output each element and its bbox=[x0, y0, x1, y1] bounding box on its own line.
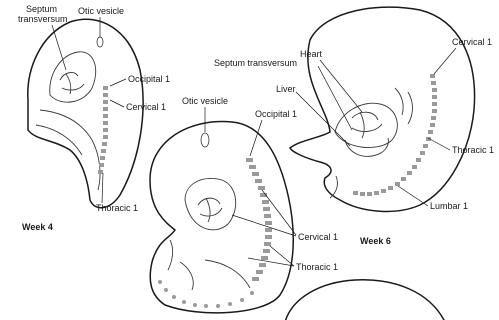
week6-title: Week 6 bbox=[360, 236, 391, 246]
week4-occipital-label: Occipital 1 bbox=[128, 74, 170, 84]
week4-embryo-outline bbox=[28, 19, 143, 208]
week4-title: Week 4 bbox=[22, 222, 53, 232]
week4-otic-label: Otic vesicle bbox=[78, 6, 124, 16]
week6-thoracic-label: Thoracic 1 bbox=[452, 145, 494, 155]
week6-heart-label: Heart bbox=[300, 49, 323, 59]
week6-septum-label: Septum transversum bbox=[214, 58, 297, 68]
week5-embryo-outline bbox=[150, 122, 293, 313]
week5-embryo: Otic vesicle Occipital 1 Cervical 1 Thor… bbox=[150, 96, 338, 313]
week6-lumbar-label: Lumbar 1 bbox=[430, 201, 468, 211]
week5-otic-label: Otic vesicle bbox=[182, 96, 228, 106]
week6-embryo-outline bbox=[290, 7, 475, 211]
week6-liver-label: Liver bbox=[276, 84, 296, 94]
week4-cervical-label: Cervical 1 bbox=[126, 102, 166, 112]
week4-embryo: Septum transversum Otic vesicle Occipita… bbox=[18, 4, 170, 232]
week5-occipital-label: Occipital 1 bbox=[255, 109, 297, 119]
week5-thoracic-label: Thoracic 1 bbox=[296, 262, 338, 272]
week4-thoracic-label: Thoracic 1 bbox=[96, 203, 138, 213]
week6-cervical-label: Cervical 1 bbox=[452, 37, 492, 47]
week4-septum-label-2: transversum bbox=[18, 14, 68, 24]
week4-septum-label-1: Septum bbox=[26, 4, 57, 14]
partial-embryo-outline bbox=[285, 280, 445, 320]
week5-cervical-label: Cervical 1 bbox=[298, 232, 338, 242]
